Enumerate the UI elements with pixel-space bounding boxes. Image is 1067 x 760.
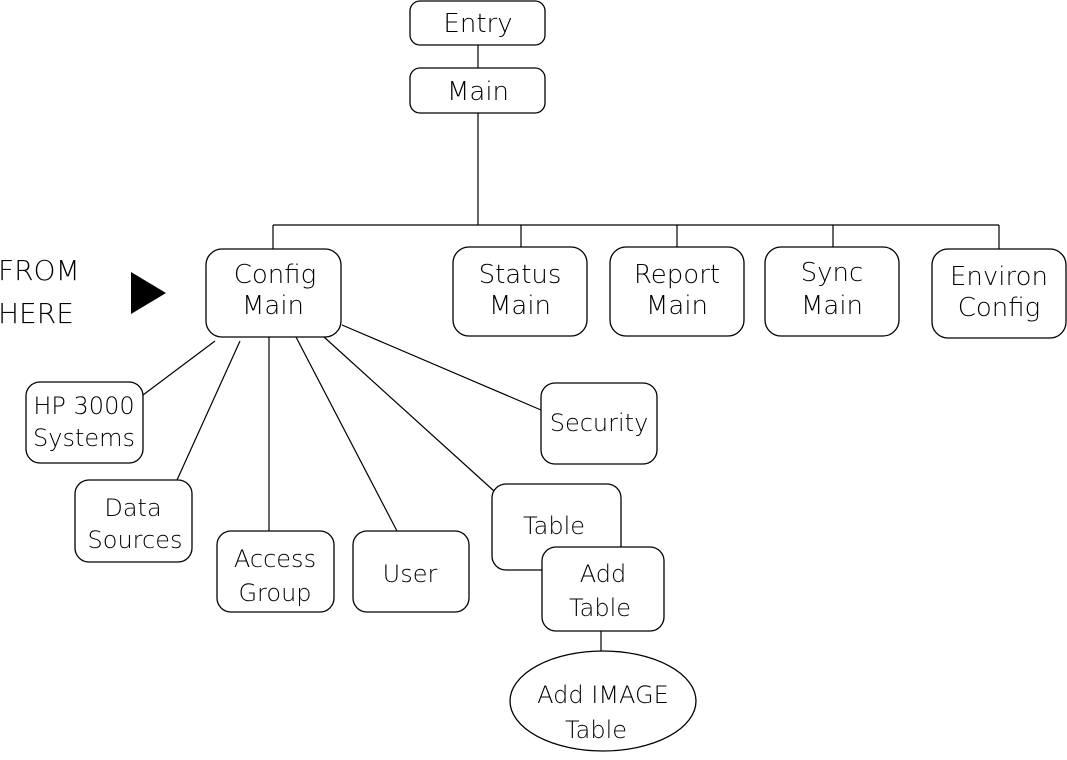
edge-config-table xyxy=(323,336,495,492)
edge-config-datasources xyxy=(176,340,241,481)
node-status-main[interactable]: Status Main xyxy=(452,246,588,337)
node-sync-main-label-line1: Sync xyxy=(801,258,864,288)
node-user-label: User xyxy=(383,560,438,588)
node-config-main[interactable]: Config Main xyxy=(205,248,342,338)
edge-config-hp3000 xyxy=(142,340,216,396)
node-add-image-table-label-line2: Table xyxy=(565,716,627,744)
node-table-label: Table xyxy=(523,512,585,540)
node-user[interactable]: User xyxy=(352,530,470,613)
node-status-main-label-line2: Main xyxy=(489,291,551,321)
node-entry-label: Entry xyxy=(443,9,512,39)
node-access-group-label-line2: Group xyxy=(238,579,311,607)
connectors xyxy=(142,45,1000,652)
node-add-image-table[interactable]: Add IMAGE Table xyxy=(509,650,697,752)
node-access-group[interactable]: Access Group xyxy=(216,530,335,613)
node-add-image-table-label-line1: Add IMAGE xyxy=(537,681,669,709)
node-hp3000-systems[interactable]: HP 3000 Systems xyxy=(25,381,144,464)
node-config-main-label-line2: Main xyxy=(242,291,304,321)
node-security[interactable]: Security xyxy=(540,382,658,465)
from-here-label-line1: FROM xyxy=(0,254,80,287)
node-data-sources-label-line1: Data xyxy=(104,494,161,522)
node-hp3000-systems-label-line2: Systems xyxy=(33,424,135,452)
node-config-main-label-line1: Config xyxy=(234,260,317,290)
node-data-sources-label-line2: Sources xyxy=(88,526,183,554)
node-main[interactable]: Main xyxy=(409,67,546,114)
from-here-marker: FROM HERE xyxy=(0,254,166,330)
node-data-sources[interactable]: Data Sources xyxy=(74,479,193,563)
node-environ-config-label-line1: Environ xyxy=(950,262,1048,292)
node-report-main-label-line1: Report xyxy=(634,260,720,290)
node-environ-config[interactable]: Environ Config xyxy=(931,248,1067,339)
node-security-label: Security xyxy=(550,409,649,437)
node-report-main-label-line2: Main xyxy=(646,291,708,321)
node-access-group-label-line1: Access xyxy=(234,545,316,573)
edge-config-security xyxy=(341,324,542,411)
node-main-label: Main xyxy=(447,77,509,107)
play-arrow-icon xyxy=(131,272,166,314)
node-sync-main[interactable]: Sync Main xyxy=(764,246,900,337)
node-hp3000-systems-label-line1: HP 3000 xyxy=(33,392,134,420)
node-add-table-label-line1: Add xyxy=(580,560,626,588)
edge-config-user xyxy=(295,336,398,532)
node-add-table-label-line2: Table xyxy=(569,594,631,622)
from-here-label-line2: HERE xyxy=(0,297,74,330)
node-status-main-label-line1: Status xyxy=(479,260,562,290)
node-environ-config-label-line2: Config xyxy=(958,293,1041,323)
node-sync-main-label-line2: Main xyxy=(801,291,863,321)
node-entry[interactable]: Entry xyxy=(409,0,546,46)
node-add-table[interactable]: Add Table xyxy=(541,546,665,632)
node-report-main[interactable]: Report Main xyxy=(609,246,745,337)
